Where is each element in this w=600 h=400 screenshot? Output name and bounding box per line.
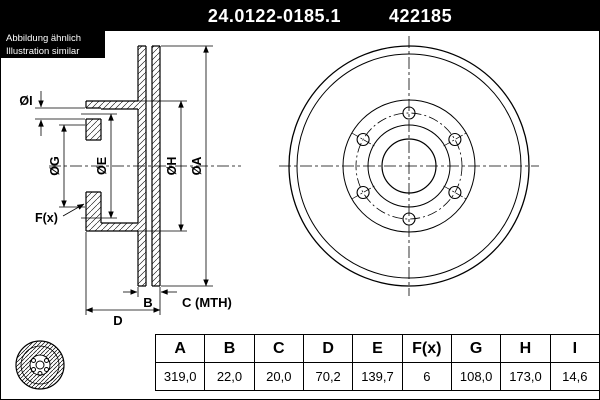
dimension-table-value-row: 319,0 22,0 20,0 70,2 139,7 6 108,0 173,0… bbox=[154, 362, 599, 391]
table-value-fx: 6 bbox=[401, 362, 452, 391]
dim-label-diameter-e: ØE bbox=[95, 157, 109, 175]
hat-diameter-circle bbox=[342, 99, 476, 233]
section-hatching bbox=[86, 46, 160, 286]
bolt-circle bbox=[355, 112, 463, 220]
dim-label-d: D bbox=[113, 313, 122, 328]
table-value-h: 173,0 bbox=[500, 362, 551, 391]
friction-edge-circle bbox=[296, 53, 522, 279]
table-value-b: 22,0 bbox=[204, 362, 255, 391]
caption-line-de: Abbildung ähnlich bbox=[6, 33, 82, 44]
table-value-g: 108,0 bbox=[450, 362, 502, 391]
brake-disc-drawing: ØI ØG ØE ØH ØA F(x) B C (MTH) D bbox=[19, 36, 539, 328]
dimension-table: A B C D E F(x) G H I 319,0 22,0 20,0 70,… bbox=[154, 334, 599, 391]
dim-label-diameter-i: ØI bbox=[19, 94, 32, 108]
brake-disc-icon bbox=[15, 340, 65, 390]
dim-label-diameter-a: ØA bbox=[190, 157, 204, 176]
table-header-e: E bbox=[352, 334, 403, 363]
table-header-h: H bbox=[500, 334, 551, 363]
table-header-g: G bbox=[450, 334, 502, 363]
table-header-b: B bbox=[204, 334, 255, 363]
section-view: ØI ØG ØE ØH ØA F(x) B C (MTH) D bbox=[19, 45, 241, 328]
front-view bbox=[279, 36, 539, 296]
dim-label-f: F(x) bbox=[35, 211, 58, 225]
table-value-i: 14,6 bbox=[549, 362, 599, 391]
reference-number: 422185 bbox=[389, 5, 453, 26]
bolt-holes bbox=[356, 106, 462, 226]
table-header-i: I bbox=[549, 334, 599, 363]
caption-box: Abbildung ähnlich Illustration similar bbox=[1, 31, 105, 58]
dim-label-diameter-h: ØH bbox=[165, 157, 179, 176]
table-header-c: C bbox=[253, 334, 304, 363]
table-header-a: A bbox=[154, 334, 206, 363]
hub-register-circle bbox=[367, 124, 451, 208]
dim-label-c-mth: C (MTH) bbox=[182, 295, 232, 310]
dim-label-diameter-g: ØG bbox=[48, 156, 62, 175]
section-outline bbox=[85, 45, 161, 287]
caption-line-en: Illustration similar bbox=[6, 45, 80, 57]
part-number: 24.0122-0185.1 bbox=[207, 5, 342, 26]
table-value-a: 319,0 bbox=[154, 362, 206, 391]
dimension-table-header-row: A B C D E F(x) G H I bbox=[154, 334, 599, 363]
table-value-e: 139,7 bbox=[352, 362, 403, 391]
table-header-d: D bbox=[302, 334, 354, 363]
dim-label-b: B bbox=[143, 295, 152, 310]
table-header-fx: F(x) bbox=[401, 334, 452, 363]
table-value-c: 20,0 bbox=[253, 362, 304, 391]
title-bar: 24.0122-0185.1 422185 bbox=[1, 1, 599, 31]
centre-bore-circle bbox=[381, 138, 437, 194]
drawing-area: ØI ØG ØE ØH ØA F(x) B C (MTH) D bbox=[1, 31, 599, 333]
bolt-hole-centermarks bbox=[351, 132, 467, 200]
outer-diameter-circle bbox=[288, 45, 530, 287]
table-value-d: 70,2 bbox=[302, 362, 354, 391]
section-dimensions bbox=[35, 45, 213, 315]
